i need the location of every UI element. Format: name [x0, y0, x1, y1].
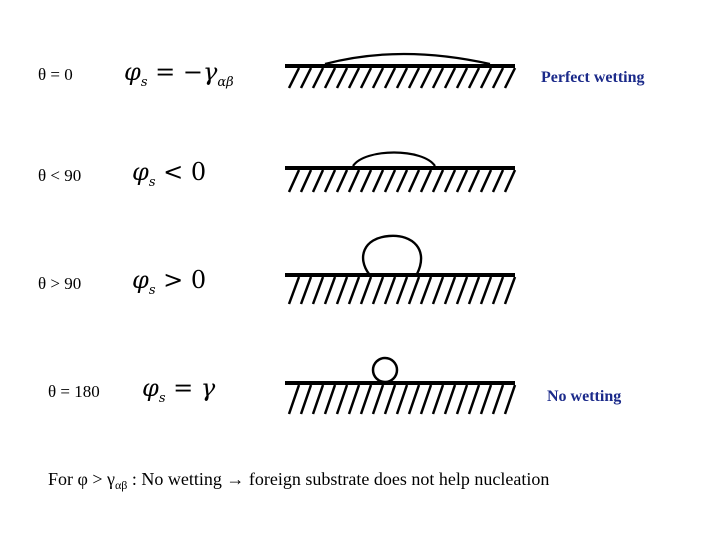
footer-conclusion: foreign substrate does not help nucleati…: [244, 469, 550, 489]
droplet-high-angle-drop: [361, 234, 423, 275]
footer-subscript: αβ: [115, 478, 128, 492]
substrate-diagram-2: [285, 234, 517, 305]
theta-label-2: θ > 90: [38, 274, 82, 293]
rhs-value: 0: [190, 266, 207, 294]
phi-subscript: s: [140, 75, 148, 90]
substrate-hatching: [287, 169, 517, 193]
operator: = −: [155, 58, 203, 86]
theta-label-3: θ = 180: [48, 382, 100, 401]
phi-symbol: φ: [132, 158, 149, 186]
formula-3: φs = γ: [142, 376, 215, 405]
phi-subscript: s: [148, 283, 156, 298]
footer-prefix: For φ > γ: [48, 469, 115, 489]
phi-symbol: φ: [142, 374, 159, 402]
phi-subscript: s: [148, 175, 156, 190]
substrate-diagram-1: [285, 151, 517, 193]
side-label-perfect-wetting: Perfect wetting: [541, 69, 645, 86]
rhs-value: 0: [190, 158, 207, 186]
phi-symbol: φ: [124, 58, 141, 86]
operator: <: [163, 158, 184, 186]
side-label-no-wetting: No wetting: [547, 388, 622, 405]
theta-label-1: θ < 90: [38, 166, 82, 185]
formula-1: φs < 0: [132, 160, 206, 189]
rhs-symbol: γ: [202, 58, 218, 86]
footer-suffix: : No wetting: [127, 469, 222, 489]
footer-statement: For φ > γαβ : No wetting → foreign subst…: [48, 470, 549, 491]
rhs-symbol: γ: [200, 374, 216, 402]
arrow-right-icon: →: [226, 469, 245, 489]
formula-0: φs = −γαβ: [124, 60, 234, 89]
formula-2: φs > 0: [132, 268, 206, 297]
substrate-hatching: [287, 276, 517, 305]
phi-symbol: φ: [132, 266, 149, 294]
rhs-subscript: αβ: [217, 75, 234, 90]
operator: >: [163, 266, 184, 294]
theta-label-0: θ = 0: [38, 65, 73, 84]
substrate-diagram-3: [285, 356, 517, 415]
droplet-perfect-wetting-film: [324, 52, 491, 66]
droplet-low-angle-cap: [352, 151, 436, 167]
substrate-hatching: [287, 67, 517, 89]
phi-subscript: s: [158, 391, 166, 406]
substrate-hatching: [287, 384, 517, 415]
operator: =: [173, 374, 194, 402]
substrate-diagram-0: [285, 52, 517, 89]
droplet-sphere-no-wetting: [371, 356, 399, 384]
